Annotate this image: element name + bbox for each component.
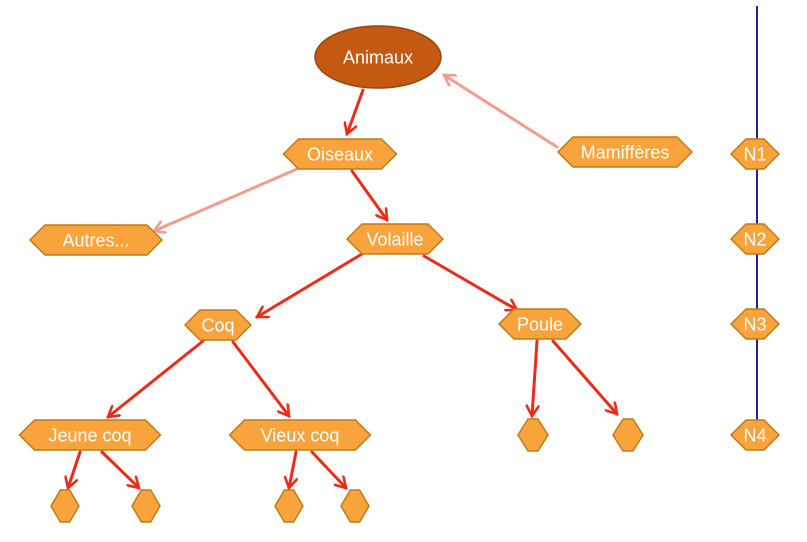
node-mamifferes: Mamiffères: [556, 136, 694, 168]
node-vieux-coq: Vieux coq: [228, 419, 372, 451]
node-leaf-vieux-2: [340, 489, 370, 523]
node-label: Vieux coq: [261, 425, 340, 445]
edge-coq-to-vieux-coq: [231, 340, 289, 416]
edge-animaux-to-oiseaux: [347, 88, 365, 134]
node-shape-hexagon: [228, 419, 372, 451]
node-shape-hexagon: [131, 489, 161, 523]
node-n3: N3: [729, 308, 781, 340]
node-coq: Coq: [183, 309, 253, 341]
node-jeune-coq: Jeune coq: [18, 419, 162, 451]
node-volaille: Volaille: [345, 223, 445, 255]
node-shape-ellipse: [314, 25, 442, 89]
node-label: Coq: [201, 315, 234, 335]
node-n2: N2: [729, 223, 781, 255]
edge-coq-to-jeune-coq: [108, 339, 205, 417]
node-autres: Autres...: [28, 224, 164, 256]
node-label: N1: [743, 144, 766, 164]
edge-jeune-coq-to-leaf-jeune-1: [68, 450, 82, 488]
node-leaf-jeune-1: [50, 489, 80, 523]
node-n1: N1: [729, 138, 781, 170]
edge-vieux-coq-to-leaf-vieux-2: [310, 450, 346, 488]
node-n4: N4: [729, 419, 781, 451]
node-shape-hexagon: [282, 138, 398, 170]
edge-poule-to-leaf-poule-1: [532, 339, 537, 416]
node-leaf-vieux-1: [274, 489, 304, 523]
node-shape-hexagon: [729, 419, 781, 451]
node-shape-hexagon: [517, 418, 549, 452]
node-oiseaux: Oiseaux: [282, 138, 398, 170]
node-shape-hexagon: [345, 223, 445, 255]
node-label: N4: [743, 425, 766, 445]
edge-jeune-coq-to-leaf-jeune-2: [100, 450, 139, 488]
node-shape-hexagon: [729, 223, 781, 255]
node-label: Mamiffères: [581, 142, 670, 162]
node-shape-hexagon: [18, 419, 162, 451]
edge-volaille-to-poule: [422, 254, 517, 312]
node-label: Volaille: [366, 229, 423, 249]
node-shape-hexagon: [612, 418, 644, 452]
node-leaf-poule-2: [612, 418, 644, 452]
node-label: Poule: [517, 314, 563, 334]
node-label: Animaux: [343, 47, 413, 67]
node-label: Autres...: [62, 230, 129, 250]
node-label: Jeune coq: [48, 425, 131, 445]
node-shape-hexagon: [183, 309, 253, 341]
node-shape-hexagon: [50, 489, 80, 523]
edge-mamifferes-to-animaux: [444, 73, 559, 149]
edge-oiseaux-to-autres: [154, 167, 299, 231]
node-label: Oiseaux: [307, 144, 373, 164]
node-leaf-jeune-2: [131, 489, 161, 523]
node-shape-hexagon: [340, 489, 370, 523]
node-shape-hexagon: [729, 138, 781, 170]
node-animaux: Animaux: [314, 25, 442, 89]
node-shape-hexagon: [28, 224, 164, 256]
node-label: N2: [743, 229, 766, 249]
node-shape-hexagon: [729, 308, 781, 340]
node-label: N3: [743, 314, 766, 334]
edge-volaille-to-coq: [257, 252, 364, 319]
node-leaf-poule-1: [517, 418, 549, 452]
edge-poule-to-leaf-poule-2: [551, 339, 617, 414]
node-poule: Poule: [497, 308, 583, 340]
node-shape-hexagon: [497, 308, 583, 340]
edge-oiseaux-to-volaille: [350, 169, 389, 220]
edge-vieux-coq-to-leaf-vieux-1: [289, 450, 296, 488]
node-shape-hexagon: [556, 136, 694, 168]
node-shape-hexagon: [274, 489, 304, 523]
